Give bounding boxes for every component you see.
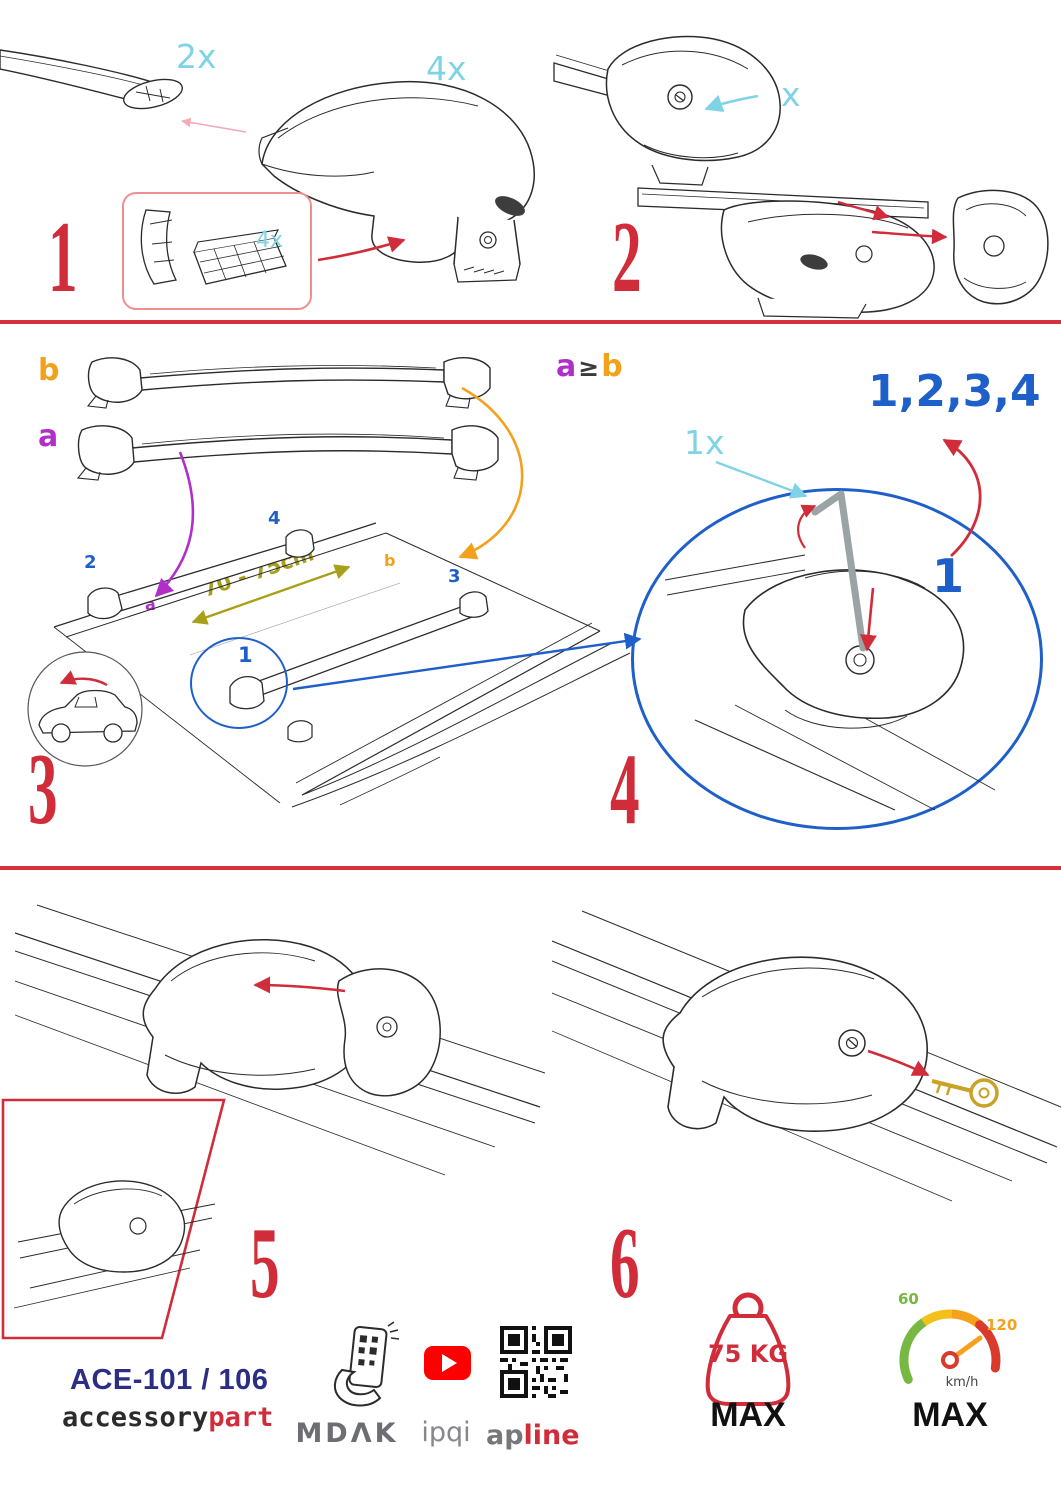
max-weight-icon [705,1292,791,1406]
speed-high-label: 120 [986,1316,1018,1334]
roof-pos-3: 3 [448,566,461,587]
play-triangle [442,1354,457,1372]
length-rule: a≥b [556,352,623,382]
roof-label-b: b [384,551,396,570]
bar-a-label: a [38,419,59,454]
foot-quantity: 4x [426,49,467,88]
brand-wordmark: accessorypart [62,1402,273,1433]
step5-number: 5 [250,1207,280,1320]
weight-max-label: MAX [710,1396,786,1434]
cover-direction-arrow [253,976,345,994]
rubber-pad-illustration [124,194,310,308]
foot-lock-illustration-step2 [552,25,792,190]
key-lock-illustration [552,885,1061,1245]
allen-key [815,494,863,648]
brand-part: part [208,1402,274,1433]
roof-pos-2: 2 [84,552,97,573]
rule-operator: ≥ [578,353,600,382]
bar-quantity: 2x [176,37,217,76]
partner-mdak: MDΛK [295,1418,399,1449]
step2-number: 2 [612,201,642,314]
speed-max-label: MAX [912,1396,988,1434]
step1-number: 1 [48,201,78,314]
partner-ipqi: ipqi [421,1417,471,1448]
section-divider-1 [0,320,1061,324]
rotate-arrow [798,504,817,548]
foot-illustration-step1 [248,68,548,293]
speed-low-label: 60 [898,1290,919,1308]
roof-pos-4: 4 [268,508,281,529]
scan-phone-icon [322,1320,402,1410]
qr-code-icon [500,1326,572,1398]
rule-b: b [601,349,623,384]
brand-accessory: accessory [62,1402,209,1433]
section-divider-2 [0,866,1061,870]
roof-label-a: a [145,595,156,614]
apline-wordmark: apline [486,1420,580,1451]
max-weight-value: 75 KG [707,1340,789,1368]
foot-cover-illustration-step2 [628,158,1061,323]
car-direction-inset [25,649,145,769]
step6-number: 6 [610,1207,640,1320]
model-number: ACE-101 / 106 [70,1364,269,1396]
key-insert-arrow [868,1051,930,1075]
flush-rail-inset [0,1092,235,1342]
youtube-icon [424,1346,471,1380]
key-icon [932,1080,997,1106]
rule-a: a [556,349,577,384]
apline-ap: ap [486,1420,524,1451]
crossbar-illustration [0,42,200,137]
tighten-sequence: 1,2,3,4 [868,366,1041,417]
cover-install-illustration [15,885,545,1225]
tighten-arrow [860,588,877,652]
apline-line: line [523,1420,580,1451]
bar-b-label: b [38,353,60,388]
foot-highlight-circle [190,637,288,729]
crossbar-a-illustration [70,418,510,488]
pad-quantity: 4x [256,228,284,253]
step4-number: 4 [610,733,640,846]
rubber-pad-inset: 4x [122,192,312,310]
crossbar-b-illustration [80,352,500,414]
speed-unit-label: km/h [945,1375,979,1390]
foot-zoom-illustration [655,470,1035,820]
key-quantity: 1x [684,423,725,462]
speedometer-icon [899,1309,1001,1384]
